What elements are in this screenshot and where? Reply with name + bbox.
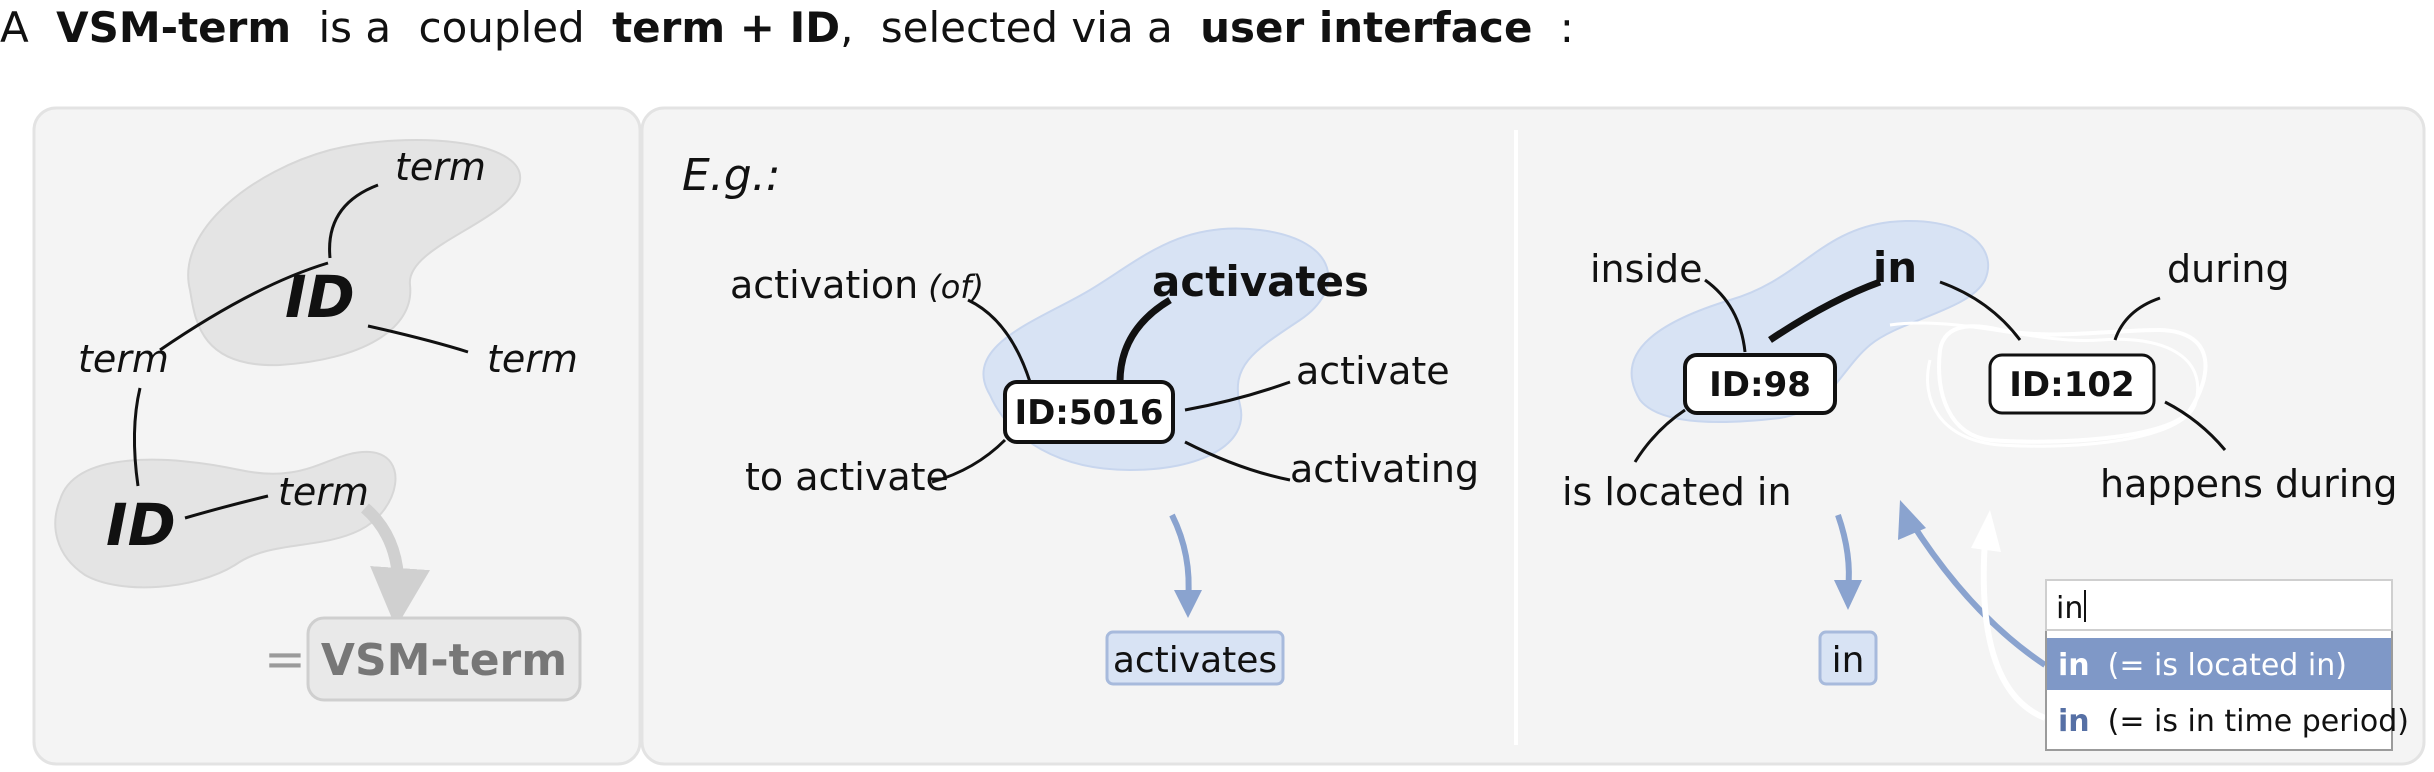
link-line — [2113, 296, 2161, 341]
search-input-value: in — [2056, 591, 2083, 626]
left-id-bottom: ID — [106, 491, 176, 559]
left-term-bottom: term — [278, 470, 369, 514]
link-line — [1939, 280, 2022, 341]
vsm-term-label: VSM-term — [321, 635, 567, 686]
link-line — [2164, 400, 2227, 451]
link-line — [967, 298, 1032, 383]
link-line — [328, 183, 379, 259]
link-line — [184, 494, 269, 520]
term-in: in — [1873, 243, 1917, 292]
headline-term-id: term + ID — [612, 3, 841, 52]
term-activates: activates — [1152, 257, 1369, 306]
id-label-102: ID:102 — [2009, 365, 2134, 405]
panel-left — [32, 106, 642, 766]
term-is-located-in: is located in — [1562, 470, 1792, 514]
id-box-5016 — [1003, 380, 1175, 444]
id-box-102 — [1988, 353, 2156, 415]
headline-part: coupled — [418, 3, 585, 52]
term-activating: activating — [1290, 447, 1479, 491]
link-line — [1184, 380, 1291, 412]
headline-part: is a — [318, 3, 392, 52]
dropdown-option-2[interactable] — [2047, 693, 2391, 747]
left-term-top: term — [395, 145, 486, 189]
grey-blob-top — [187, 139, 522, 367]
headline-part: : — [1559, 3, 1574, 52]
result-label-activates: activates — [1113, 640, 1277, 681]
term-activate: activate — [1296, 349, 1450, 393]
headline-user-interface: user interface — [1200, 3, 1533, 52]
term-happens-during: happens during — [2100, 462, 2398, 506]
link-line — [132, 387, 142, 487]
arrow-head — [1834, 580, 1862, 610]
link-line — [931, 438, 1007, 484]
left-id-top: ID — [285, 263, 355, 331]
arrow — [1907, 518, 2047, 668]
arrow — [1980, 539, 2047, 721]
term-to-activate: to activate — [745, 455, 949, 499]
search-input[interactable] — [2045, 579, 2393, 631]
headline-part: selected via a — [880, 3, 1173, 52]
arrow — [360, 503, 430, 628]
link-line — [1184, 440, 1291, 482]
result-box-activates — [1105, 630, 1285, 686]
term-inside: inside — [1590, 247, 1703, 291]
vsm-term-box — [306, 616, 582, 702]
white-blob-102-outline — [1889, 321, 2200, 448]
id-label-98: ID:98 — [1709, 365, 1811, 405]
dropdown-option-2-label: in(= is in time period) — [2058, 704, 2409, 739]
link-line — [159, 261, 329, 352]
link-line — [367, 324, 469, 354]
headline-vsm-term: VSM-term — [56, 3, 292, 52]
arrow-head — [1174, 590, 1202, 618]
term-during: during — [2167, 247, 2290, 291]
left-term-left: term — [78, 337, 169, 381]
link-line — [1633, 408, 1686, 463]
id-label-5016: ID:5016 — [1014, 393, 1163, 433]
link-line — [1704, 278, 1747, 353]
term-activation: activation(of) — [730, 263, 984, 307]
headline: A VSM-term is a coupled term + ID, selec… — [0, 0, 1574, 56]
arrow-head — [1898, 500, 1926, 540]
equals-sign: = — [264, 630, 306, 688]
link-line — [1116, 296, 1172, 383]
dropdown-option-1[interactable] — [2047, 638, 2391, 690]
arrow-head — [1971, 510, 2001, 552]
headline-part: , — [840, 3, 854, 52]
headline-part: A — [0, 3, 29, 52]
left-term-right: term — [487, 337, 578, 381]
link-line — [1768, 278, 1882, 343]
autocomplete-dropdown: in in(= is located in) in(= is in time p… — [2045, 579, 2409, 751]
dropdown-option-1-label: in(= is located in) — [2058, 648, 2347, 683]
result-label-in: in — [1832, 640, 1865, 681]
eg-label: E.g.: — [682, 150, 781, 201]
id-box-98 — [1683, 353, 1837, 415]
result-box-in — [1818, 630, 1878, 686]
